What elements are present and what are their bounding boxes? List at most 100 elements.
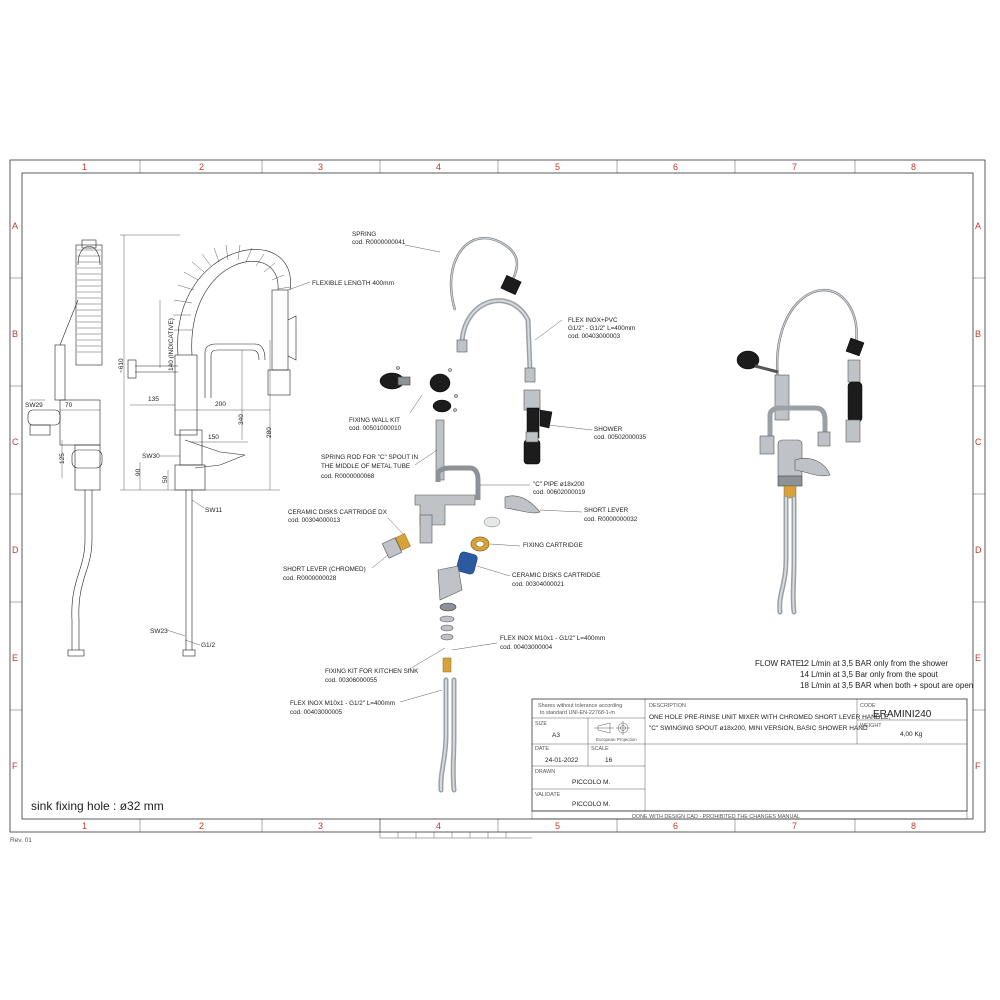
dim-200: 200	[215, 401, 226, 408]
exploded-view: SPRING cod. R0000000041 FLEX INOX+PVC G1…	[283, 231, 647, 793]
projection-label: European Projection	[596, 737, 637, 742]
part-short-lever-chromed-code: cod. R0000000028	[283, 575, 337, 582]
zone-row-c: C	[12, 437, 19, 447]
part-spring-rod-name: SPRING ROD FOR "C" SPOUT IN	[321, 454, 419, 461]
part-flex-inox-upper-code: cod. 00403000004	[500, 644, 553, 651]
zone-row-d-right: D	[975, 545, 982, 555]
dim-90: 90	[135, 468, 142, 476]
validate-value: PICCOLO M.	[572, 801, 610, 808]
dim-125: 125	[59, 453, 66, 464]
scale-label: SCALE	[591, 746, 609, 752]
part-flex-inox-upper-name: FLEX INOX M10x1 - G1/2" L=400mm	[500, 635, 605, 642]
zone-row-b-right: B	[975, 329, 981, 339]
assembled-3d-view	[736, 289, 865, 615]
zone-row-a: A	[12, 221, 18, 231]
size-label: SIZE	[535, 721, 547, 727]
date-label: DATE	[535, 746, 549, 752]
part-spring-rod-name2: THE MIDDLE OF METAL TUBE	[321, 463, 410, 470]
part-c-pipe-name: "C" PIPE ø18x200	[533, 481, 585, 488]
part-flex-inox-pvc-code: cod. 00403000003	[568, 333, 621, 340]
zone-col-3-bottom: 3	[318, 821, 323, 831]
part-cartridge-dx-code: cod. 00304000013	[288, 517, 341, 524]
part-ceramic-cartridge-name: CERAMIC DISKS CARTRIDGE	[512, 572, 600, 579]
part-short-lever-code: cod. R0000000032	[584, 516, 638, 523]
front-view-drawing: ~610 140 (INDICATIVE) 135 200 340 280 15…	[118, 234, 394, 657]
zone-col-7-bottom: 7	[792, 821, 797, 831]
zone-row-b: B	[12, 329, 18, 339]
revision-label: Rev. 01	[10, 837, 32, 844]
flow-rate-line-2: 14 L/min at 3,5 Bar only from the spout	[800, 670, 939, 679]
part-shower-code: cod. 00502000035	[594, 434, 647, 441]
part-shower-name: SHOWER	[594, 426, 623, 433]
dim-sw29: SW29	[25, 402, 43, 409]
description-label: DESCRIPTION	[649, 703, 686, 709]
weight-value: 4,00 Kg	[900, 731, 923, 738]
dim-280: 280	[266, 427, 273, 438]
zone-row-e-right: E	[975, 653, 981, 663]
validate-label: VALIDATE	[535, 792, 561, 798]
drawing-frame: 1 2 3 4 5 6 7 8 1 2 3 4 5 6 7 8 A B C D …	[9, 159, 986, 833]
dim-140-indicative: 140 (INDICATIVE)	[168, 318, 175, 371]
zone-col-4-bottom: 4	[436, 821, 441, 831]
zone-col-8-bottom: 8	[911, 821, 916, 831]
dim-150: 150	[208, 434, 219, 441]
part-ceramic-cartridge-code: cod. 00304000021	[512, 581, 565, 588]
title-block-footer: DONE WITH DESIGN CAD - PROHIBITED THE CH…	[632, 814, 800, 820]
description-line-1: ONE HOLE PRE-RINSE UNIT MIXER WITH CHROM…	[649, 714, 890, 721]
scale-value: 16	[605, 757, 613, 764]
dim-50: 50	[162, 475, 169, 483]
part-flex-inox-lower-name: FLEX INOX M10x1 - G1/2" L=400mm	[290, 700, 395, 707]
dim-sw11: SW11	[205, 507, 223, 514]
part-fixing-kit-sink-name: FIXING KIT FOR KITCHEN SINK	[325, 668, 419, 675]
dim-610: ~610	[118, 358, 125, 373]
zone-row-c-right: C	[975, 437, 982, 447]
dim-g12: G1/2	[201, 642, 215, 649]
part-spring-code: cod. R0000000041	[352, 239, 406, 246]
flow-rate-block: FLOW RATE : 12 L/min at 3,5 BAR only fro…	[755, 659, 973, 690]
part-fixing-kit-sink-code: cod. 00306000055	[325, 677, 378, 684]
part-c-pipe-code: cod. 00602000019	[533, 489, 586, 496]
code-value: ERAMINI240	[873, 709, 932, 720]
part-fixing-cartridge-name: FIXING CARTRIDGE	[523, 542, 583, 549]
zone-col-5-bottom: 5	[555, 821, 560, 831]
part-cartridge-dx-name: CERAMIC DISKS CARTRIDGE DX	[288, 509, 388, 516]
zone-row-d: D	[12, 545, 19, 555]
drawn-label: DRAWN	[535, 769, 555, 775]
weight-label: WEIGHT	[860, 723, 882, 729]
zone-col-8: 8	[911, 162, 916, 172]
drawn-value: PICCOLO M.	[572, 779, 610, 786]
zone-col-6-bottom: 6	[673, 821, 678, 831]
dim-sw23: SW23	[150, 628, 168, 635]
flow-rate-label: FLOW RATE :	[755, 659, 806, 668]
part-flex-inox-pvc-name2: G1/2" - G1/2" L=400mm	[568, 325, 635, 332]
code-label: CODE	[860, 703, 876, 709]
side-view-drawing: SW29 70 125 SW23 G1/2	[25, 239, 215, 657]
zone-row-f: F	[12, 761, 18, 771]
part-short-lever-name: SHORT LEVER	[584, 507, 629, 514]
zone-col-5: 5	[555, 162, 560, 172]
dim-sw30: SW30	[142, 453, 160, 460]
description-line-2: "C" SWINGING SPOUT ø18x200, MINI VERSION…	[649, 725, 868, 732]
part-short-lever-chromed-name: SHORT LEVER (CHROMED)	[283, 566, 366, 573]
zone-row-f-right: F	[975, 761, 981, 771]
flow-rate-line-1: 12 L/min at 3,5 BAR only from the shower	[800, 659, 948, 668]
zone-col-7: 7	[792, 162, 797, 172]
zone-row-e: E	[12, 653, 18, 663]
part-spring-rod-code: cod. R0000000068	[321, 473, 375, 480]
zone-col-2-bottom: 2	[199, 821, 204, 831]
dim-70: 70	[65, 402, 73, 409]
zone-col-2: 2	[199, 162, 204, 172]
zone-col-1-bottom: 1	[82, 821, 87, 831]
tolerance-line-1: Shares without tolerance according	[538, 703, 622, 709]
part-spring-name: SPRING	[352, 231, 376, 238]
flow-rate-line-3: 18 L/min at 3,5 BAR when both + spout ar…	[800, 681, 973, 690]
part-fixing-wall-kit-name: FIXING WALL KIT	[349, 417, 400, 424]
part-fixing-wall-kit-code: cod. 00501000010	[349, 425, 402, 432]
part-flex-inox-pvc-name: FLEX INOX+PVC	[568, 317, 618, 324]
zone-col-3: 3	[318, 162, 323, 172]
zone-col-1: 1	[82, 162, 87, 172]
sink-fixing-note: sink fixing hole : ø32 mm	[31, 799, 164, 813]
european-projection-symbol	[594, 721, 630, 735]
zone-col-6: 6	[673, 162, 678, 172]
